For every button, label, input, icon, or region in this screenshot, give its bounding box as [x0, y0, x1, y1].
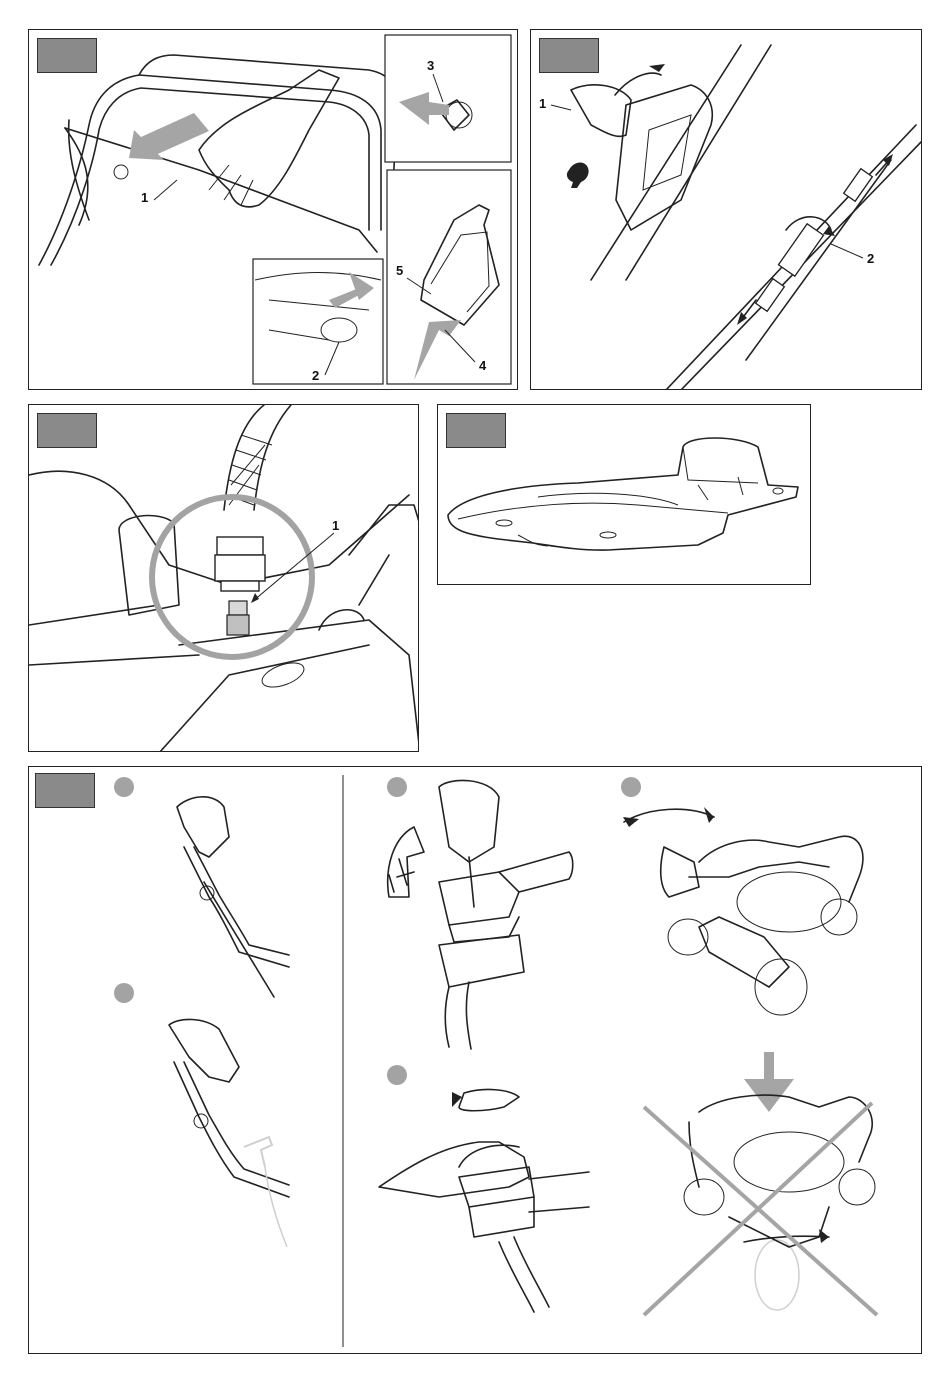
callout-label: 1 — [141, 190, 148, 205]
arrow-icon — [744, 1057, 794, 1112]
throttle-and-cable-illustration: 1 2 — [531, 30, 922, 390]
hose-connector-illustration: 1 — [29, 405, 419, 752]
figure-panel-2: 1 2 — [530, 29, 922, 390]
callout-label: 4 — [479, 358, 487, 373]
figure-panel-4 — [437, 404, 811, 585]
callout-label: 3 — [427, 58, 434, 73]
folding-steps-illustration — [29, 767, 922, 1354]
hare-icon — [567, 163, 589, 188]
handle-release-illustration: 1 2 3 5 4 — [29, 30, 518, 390]
callout-label: 1 — [539, 96, 546, 111]
cover-tray-illustration — [438, 405, 811, 585]
callout-label: 2 — [312, 368, 319, 383]
callout-label: 1 — [332, 518, 339, 533]
callout-label: 5 — [396, 263, 403, 278]
figure-panel-3: 1 — [28, 404, 419, 752]
figure-panel-5 — [28, 766, 922, 1354]
cross-out-icon — [644, 1103, 877, 1315]
figure-panel-1: 1 2 3 5 4 — [28, 29, 518, 390]
callout-label: 2 — [867, 251, 874, 266]
